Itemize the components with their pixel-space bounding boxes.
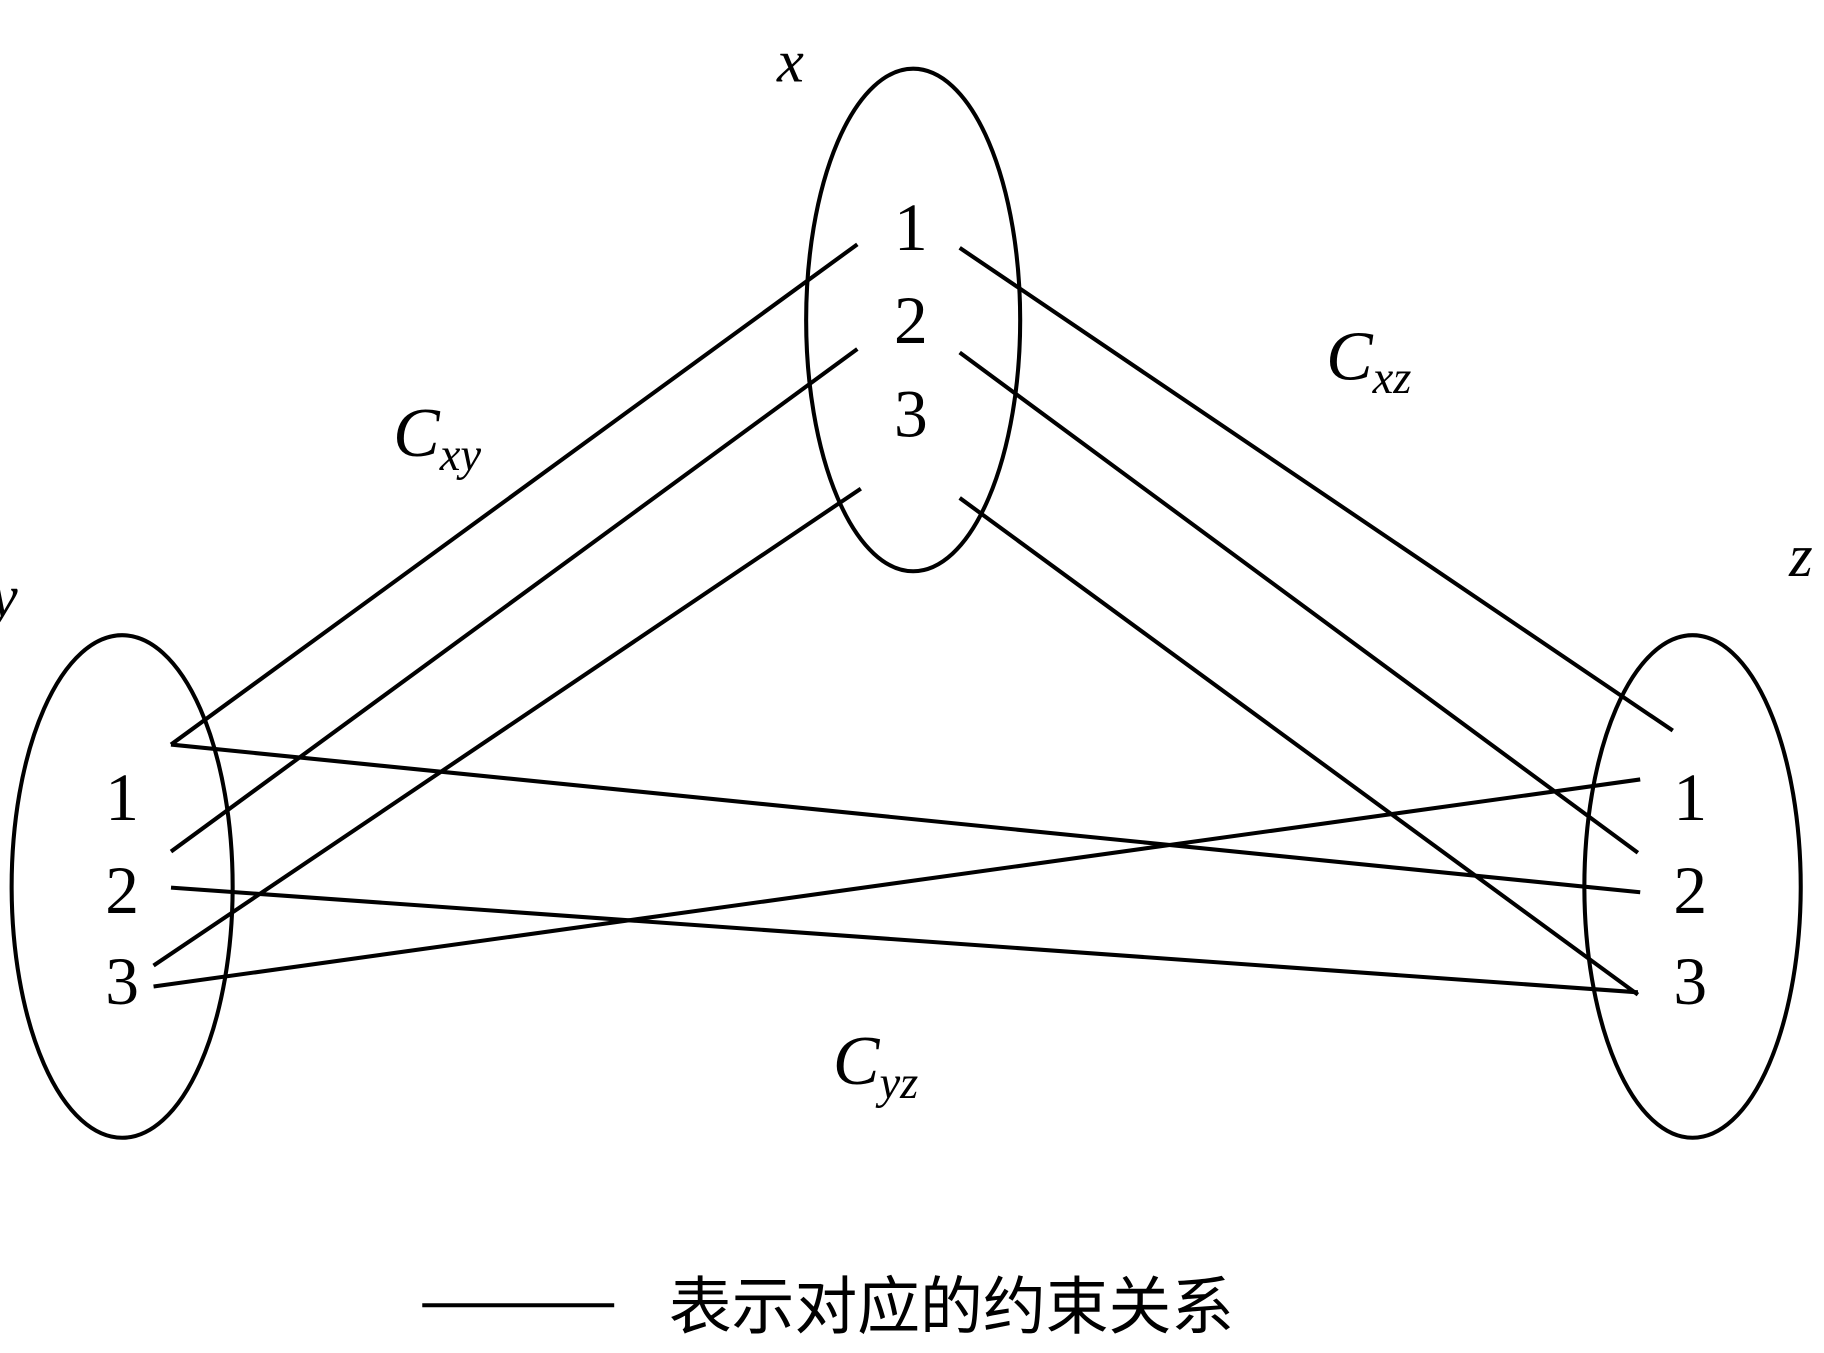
constraint-edges-xy bbox=[152, 242, 862, 968]
constraint-subscript: xz bbox=[1372, 353, 1412, 404]
constraint-label-c: C bbox=[1326, 318, 1374, 395]
edge-x3-y3 bbox=[152, 486, 862, 968]
var-z-label: z bbox=[1788, 523, 1813, 590]
legend-text: 表示对应的约束关系 bbox=[669, 1271, 1234, 1344]
constraint-label-cyz: Cyz bbox=[833, 1023, 918, 1109]
constraint-label-c: C bbox=[833, 1023, 881, 1100]
domain-y-ellipse bbox=[9, 633, 235, 1140]
y-value-1: 1 bbox=[105, 760, 139, 835]
z-value-1: 1 bbox=[1673, 760, 1707, 835]
legend: 表示对应的约束关系 bbox=[422, 1271, 1234, 1344]
edge-x1-y1 bbox=[169, 242, 859, 747]
var-y-label: y bbox=[0, 564, 18, 631]
edge-x3-z3 bbox=[958, 496, 1640, 997]
edge-x2-z2 bbox=[958, 350, 1640, 855]
domain-x-ellipse bbox=[804, 66, 1023, 574]
constraint-subscript: yz bbox=[875, 1058, 918, 1109]
x-value-2: 2 bbox=[894, 283, 928, 358]
constraint-edges-yz bbox=[153, 742, 1641, 995]
var-x-label: x bbox=[776, 28, 804, 95]
edge-x2-y2 bbox=[169, 347, 859, 854]
constraint-label-c: C bbox=[393, 395, 441, 472]
edge-y3-z1 bbox=[153, 777, 1641, 989]
constraint-edges-xz bbox=[958, 246, 1674, 997]
z-value-2: 2 bbox=[1673, 853, 1707, 928]
x-value-3: 3 bbox=[894, 376, 928, 451]
constraint-label-cxy: Cxy bbox=[393, 395, 481, 481]
edge-x1-z1 bbox=[958, 246, 1674, 733]
constraint-label-cxz: Cxz bbox=[1326, 318, 1411, 404]
edge-y2-z3 bbox=[170, 885, 1639, 995]
x-value-1: 1 bbox=[894, 190, 928, 265]
constraint-subscript: xy bbox=[439, 430, 482, 481]
edge-y1-z2 bbox=[170, 742, 1641, 895]
y-value-2: 2 bbox=[105, 853, 139, 928]
y-value-3: 3 bbox=[105, 944, 139, 1019]
z-value-3: 3 bbox=[1673, 944, 1707, 1019]
